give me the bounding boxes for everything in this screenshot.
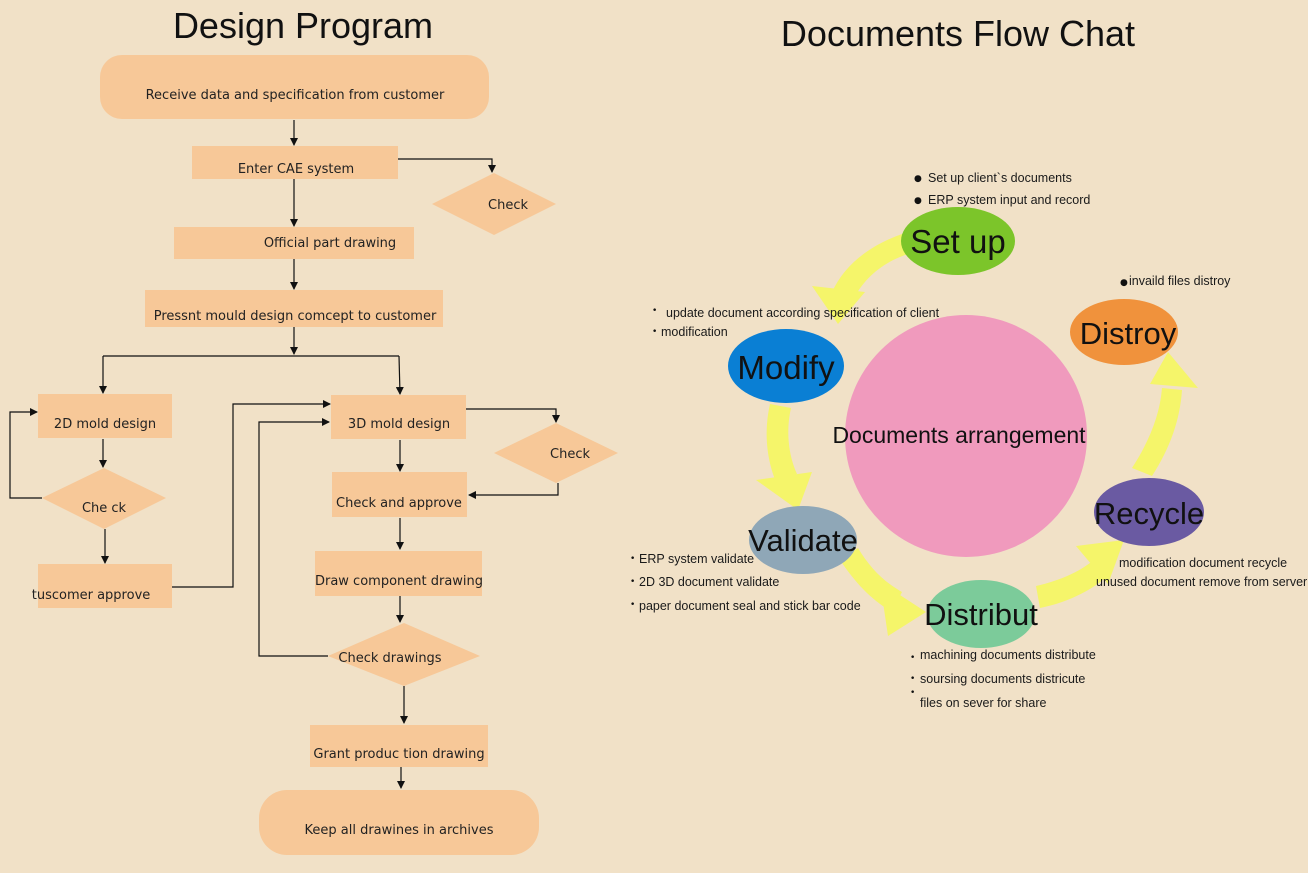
node-check-2d: Che ck	[42, 468, 166, 529]
node-tuscomer-label: tuscomer approve	[32, 588, 151, 603]
node-receive: Receive data and specification from cust…	[100, 55, 489, 119]
node-receive-label: Receive data and specification from cust…	[146, 88, 445, 103]
note-setup-2: ERP system input and record	[928, 193, 1090, 207]
stage-setup-circle	[901, 207, 1015, 275]
node-present: Pressnt mould design comcept to customer	[145, 290, 443, 327]
design-program-title: Design Program	[173, 5, 433, 46]
node-component: Draw component drawing	[315, 551, 483, 596]
stage-distribut-circle	[927, 580, 1035, 648]
stage-modify-circle	[728, 329, 844, 403]
node-grant: Grant produc tion drawing	[310, 725, 488, 767]
note-validate-3: paper document seal and stick bar code	[639, 599, 861, 613]
svg-text:●: ●	[1120, 278, 1128, 288]
node-3d-mold-label: 3D mold design	[348, 417, 450, 432]
stage-recycle-label: Recycle	[1094, 496, 1204, 531]
node-cae: Enter CAE system	[192, 146, 398, 179]
stage-distroy-circle	[1070, 299, 1178, 365]
node-cae-label: Enter CAE system	[238, 162, 354, 177]
node-official: Official part drawing	[174, 227, 414, 259]
stage-distroy: Distroy	[1070, 299, 1178, 365]
note-distribut-1: machining documents distribute	[920, 648, 1096, 662]
note-recycle-1: modification document recycle	[1119, 556, 1287, 570]
node-present-label: Pressnt mould design comcept to customer	[154, 309, 437, 324]
note-validate-1: ERP system validate	[639, 552, 754, 566]
notes-setup: ● Set up client`s documents ● ERP system…	[914, 171, 1090, 207]
note-modify-1: update document according specification …	[666, 306, 940, 320]
connector-tuscomer-3d	[172, 400, 331, 588]
node-check1: Check	[432, 173, 556, 235]
node-check1-label: Check	[488, 198, 528, 213]
svg-text:●: ●	[914, 174, 922, 184]
svg-text:•: •	[630, 554, 635, 564]
connector-check-loop-2d	[9, 408, 42, 499]
stage-validate: Validate	[748, 506, 858, 574]
node-check-approve: Check and approve	[332, 472, 467, 517]
node-2d-mold-label: 2D mold design	[54, 417, 156, 432]
arrow-validate-to-distribut	[840, 548, 926, 636]
svg-text:•: •	[910, 674, 915, 684]
svg-text:•: •	[652, 306, 657, 316]
node-keep-label: Keep all drawines in archives	[304, 823, 493, 838]
stage-validate-label: Validate	[748, 523, 858, 558]
node-check-approve-label: Check and approve	[336, 496, 462, 511]
cycle-arrows	[756, 234, 1198, 636]
node-2d-mold: 2D mold design	[38, 394, 172, 438]
node-component-label: Draw component drawing	[315, 574, 483, 589]
svg-text:•: •	[910, 688, 915, 698]
arrow-setup-to-modify	[812, 234, 908, 324]
notes-distribut: • machining documents distribute • sours…	[910, 648, 1096, 710]
node-3d-mold: 3D mold design	[331, 395, 466, 439]
svg-text:●: ●	[914, 196, 922, 206]
note-validate-2: 2D 3D document validate	[639, 575, 779, 589]
note-distribut-3: files on sever for share	[920, 696, 1046, 710]
design-program-connectors	[9, 120, 560, 789]
documents-flow-title: Documents Flow Chat	[781, 13, 1135, 54]
connector-check-approve	[468, 483, 559, 499]
node-check-3d-label: Check	[550, 447, 590, 462]
arrow-modify-to-validate	[756, 404, 812, 510]
center-label: Documents arrangement	[832, 422, 1086, 448]
node-tuscomer: tuscomer approve	[32, 564, 172, 608]
note-modify-2: modification	[661, 325, 728, 339]
node-official-label: Official part drawing	[264, 236, 396, 251]
arrow-distribut-to-recycle	[1036, 540, 1124, 608]
connector-3d-check	[466, 408, 560, 423]
connector-cae-check	[398, 158, 496, 173]
note-recycle-2: unused document remove from server	[1096, 575, 1307, 589]
connector-checkdrawings-loop	[258, 418, 330, 657]
node-check-drawings-label: Check drawings	[338, 651, 441, 666]
note-distribut-2: soursing documents districute	[920, 672, 1085, 686]
node-keep: Keep all drawines in archives	[259, 790, 539, 855]
arrow-recycle-to-distroy	[1132, 352, 1198, 476]
node-check-2d-label: Che ck	[82, 501, 127, 516]
center-circle	[845, 315, 1087, 557]
notes-recycle: modification document recycle unused doc…	[1096, 556, 1307, 589]
node-check-3d: Check	[494, 423, 618, 483]
svg-text:•: •	[910, 653, 915, 663]
node-check-drawings: Check drawings	[328, 623, 480, 686]
stage-distribut-label: Distribut	[924, 597, 1038, 632]
stage-setup-label: Set up	[910, 223, 1005, 260]
connector-split-3d	[395, 355, 404, 395]
node-grant-label: Grant produc tion drawing	[313, 747, 484, 762]
svg-text:•: •	[652, 327, 657, 337]
svg-text:•: •	[630, 600, 635, 610]
stage-distroy-label: Distroy	[1080, 316, 1177, 351]
svg-text:•: •	[630, 577, 635, 587]
stage-modify-label: Modify	[737, 349, 835, 386]
stage-validate-circle	[749, 506, 857, 574]
notes-validate: • ERP system validate • 2D 3D document v…	[630, 552, 861, 613]
stage-modify: Modify	[728, 329, 844, 403]
stage-recycle-circle	[1094, 478, 1204, 546]
note-setup-1: Set up client`s documents	[928, 171, 1072, 185]
stage-setup: Set up	[901, 207, 1015, 275]
notes-modify: • update document according specificatio…	[652, 306, 940, 339]
notes-distroy: ● invaild files distroy	[1120, 274, 1231, 288]
stage-distribut: Distribut	[924, 580, 1038, 648]
stage-recycle: Recycle	[1094, 478, 1204, 546]
note-distroy-1: invaild files distroy	[1129, 274, 1231, 288]
